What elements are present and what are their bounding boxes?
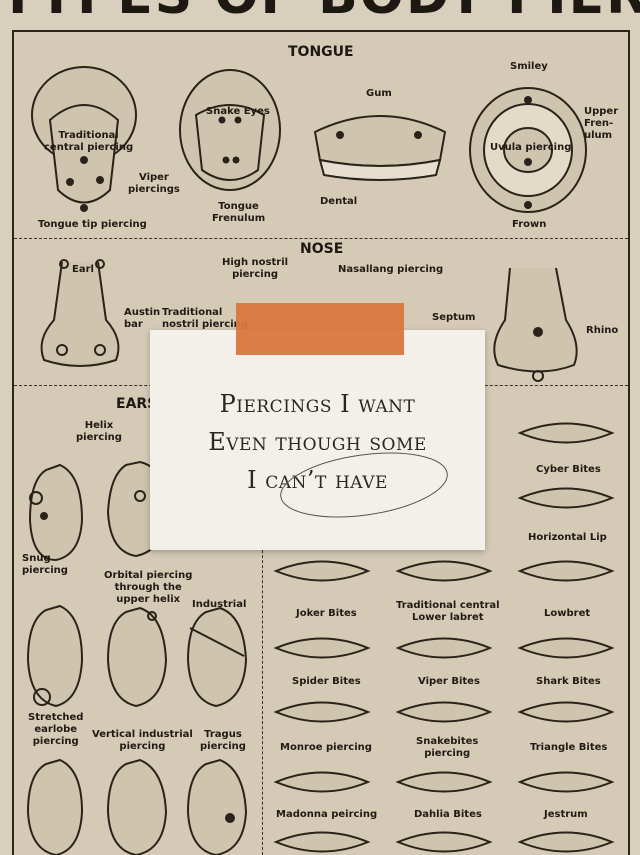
lip-r7c1	[273, 831, 371, 853]
label-earl: Earl	[72, 264, 94, 275]
label-dahlia: Dahlia Bites	[414, 809, 482, 820]
lip-r3c1	[273, 560, 371, 582]
label-shark-bites: Shark Bites	[536, 676, 601, 687]
label-orbital: Orbital piercing through the upper helix	[104, 570, 193, 605]
ear-illustration-3	[26, 604, 84, 708]
label-madonna: Madonna peircing	[276, 809, 378, 820]
label-cyber-bites: Cyber Bites	[536, 464, 601, 475]
label-viper-piercings: Viper piercings	[128, 172, 180, 195]
lips-grid	[273, 422, 615, 853]
ear-illustration-7	[106, 758, 168, 855]
tape-strip	[236, 303, 404, 355]
tongue-illustration-2	[179, 69, 281, 191]
ear-illustration-6	[26, 758, 84, 855]
lip-r3c3	[517, 560, 615, 582]
label-gum: Gum	[366, 88, 392, 99]
label-traditional-nostril: Traditional nostril piercing	[162, 307, 248, 330]
section-title-tongue: TONGUE	[288, 44, 354, 60]
label-snakebites: Snakebites piercing	[416, 736, 479, 759]
label-septum: Septum	[432, 312, 476, 323]
label-austin-bar: Austin bar	[124, 307, 161, 330]
lip-r6c3	[517, 771, 615, 793]
note-scribble	[280, 452, 448, 518]
lip-r4c2	[395, 637, 493, 659]
label-jestrum: Jestrum	[544, 809, 588, 820]
label-joker-bites: Joker Bites	[296, 608, 357, 619]
lip-r5c2	[395, 701, 493, 723]
tongue-divider	[14, 238, 628, 239]
lip-r1c3	[517, 422, 615, 444]
section-title-nose: NOSE	[300, 241, 344, 257]
note-line-3: I can’t have	[247, 466, 388, 494]
ear-illustration-4	[106, 606, 168, 708]
label-tongue-frenulum: Tongue Frenulum	[212, 201, 266, 224]
lip-r7c3	[517, 831, 615, 853]
label-uvula: Uvula piercing	[490, 142, 572, 153]
lip-r6c1	[273, 771, 371, 793]
label-snug: Snug piercing	[22, 553, 68, 576]
label-upper-frenulum: Upper Fren- ulum	[584, 106, 619, 141]
label-nasallang: Nasallang piercing	[338, 264, 444, 275]
section-title-ears: EARS	[116, 396, 158, 412]
label-tongue-tip: Tongue tip piercing	[38, 219, 147, 230]
label-frown: Frown	[512, 219, 547, 230]
label-dental: Dental	[320, 196, 358, 207]
label-monroe: Monroe piercing	[280, 742, 372, 753]
sticky-note: Piercings I want Even though some I can’…	[150, 330, 485, 550]
lip-r5c1	[273, 701, 371, 723]
ear-illustration-8	[186, 758, 248, 855]
lip-r4c1	[273, 637, 371, 659]
note-line-1: Piercings I want	[219, 390, 416, 418]
lip-r3c2	[395, 560, 493, 582]
ears-lips-divider	[262, 540, 263, 855]
label-horizontal-lip: Horizontal Lip	[528, 532, 607, 543]
lip-r4c3	[517, 637, 615, 659]
label-traditional-lower: Traditional central Lower labret	[396, 600, 500, 623]
label-smiley: Smiley	[510, 61, 548, 72]
ear-illustration-1	[28, 463, 84, 562]
label-viper-bites: Viper Bites	[418, 676, 480, 687]
label-tragus: Tragus piercing	[200, 729, 246, 752]
label-high-nostril: High nostril piercing	[222, 257, 289, 280]
label-helix: Helix piercing	[76, 420, 122, 443]
lip-r5c3	[517, 701, 615, 723]
teeth-illustration	[313, 115, 447, 181]
label-spider-bites: Spider Bites	[292, 676, 361, 687]
nose-illustration-2	[493, 267, 578, 382]
nose-illustration-1	[40, 259, 120, 367]
ear-illustration-5	[186, 606, 248, 708]
label-triangle-bites: Triangle Bites	[530, 742, 608, 753]
label-vertical-industrial: Vertical industrial piercing	[92, 729, 193, 752]
label-stretched: Stretched earlobe piercing	[28, 712, 84, 747]
label-traditional-central: Traditional central piercing	[44, 130, 134, 153]
note-line-2: Even though some	[208, 428, 427, 456]
label-lowbret: Lowbret	[544, 608, 591, 619]
lip-r2c3	[517, 487, 615, 509]
label-rhino: Rhino	[586, 325, 619, 336]
lip-r6c2	[395, 771, 493, 793]
tongue-illustration-1	[31, 66, 137, 212]
label-snake-eyes: Snake Eyes	[206, 106, 270, 117]
poster-title: TYPES OF BODY PIERCINGS	[0, 0, 640, 26]
open-mouth-illustration	[469, 87, 587, 213]
label-industrial: Industrial	[192, 599, 247, 610]
lip-r7c2	[395, 831, 493, 853]
